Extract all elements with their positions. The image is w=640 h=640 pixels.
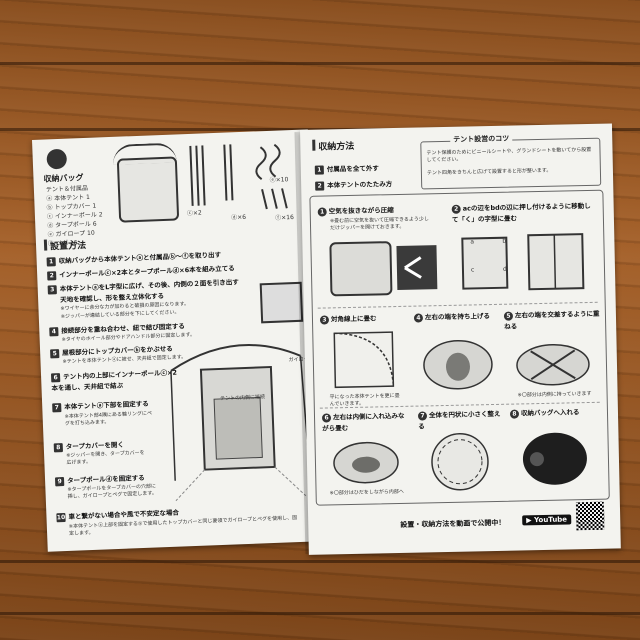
storage-bag-illustration [46,148,68,170]
storage-title: 収納方法 [318,141,355,153]
poles-illustration [189,144,234,206]
fold-note-3: 平になった本体テントを更に畳んでいきます。 [329,392,400,408]
tuck-in-illustration [333,441,399,484]
left-page: 収納バッグ テント＆付属品 ⓐ 本体テント 1 ⓑ トップカバー 1 ⓒ インナ… [32,129,324,552]
tent-cube-illustration [116,156,180,223]
bag-in-illustration [522,432,587,485]
count-d: ⓓ×6 [231,213,247,222]
corner-c: c [470,266,475,274]
step-9-note: ※タープポールをタープカバーの穴部に挿し、ガイロープとペグで固定します。 [67,483,157,500]
tips-title: テント設営のコツ [450,133,513,145]
count-e: ⓔ×10 [269,176,289,184]
lift-edges-illustration [423,339,493,390]
setup-title: 設置方法 [49,241,87,253]
l-shape-tent-illustration [259,281,304,324]
count-c: ⓒ×2 [186,209,202,218]
coil-illustration [431,432,489,491]
cross-edges-illustration [516,343,590,386]
corner-a: a [470,238,475,246]
compress-cube-illustration [329,241,438,297]
tent-with-tarp-illustration [170,344,311,502]
k-fold-illustration [461,233,585,291]
youtube-logo[interactable]: ▶ YouTube [522,514,572,526]
step-7-note: ※本体テント部4隅にある輪リングにペグを打ち込みます。 [64,410,153,427]
qr-code[interactable] [575,501,605,531]
fold-note-1: ※畳む前に空気を抜いて圧縮できるよう少しだけジッパーを開けておきます。 [329,216,429,232]
corner-b: b [502,237,507,245]
top-cover-illustration [112,142,177,165]
diagonal-fold-illustration [333,331,395,389]
step-8-note: ※ジッパーを開き、タープカバーを広げます。 [66,449,145,466]
count-f: ⓕ×16 [275,214,294,222]
video-text: 設置・収納方法を動画で公開中！ [400,518,506,529]
rope-and-pegs-illustration [255,143,288,210]
corner-d: d [502,265,507,273]
